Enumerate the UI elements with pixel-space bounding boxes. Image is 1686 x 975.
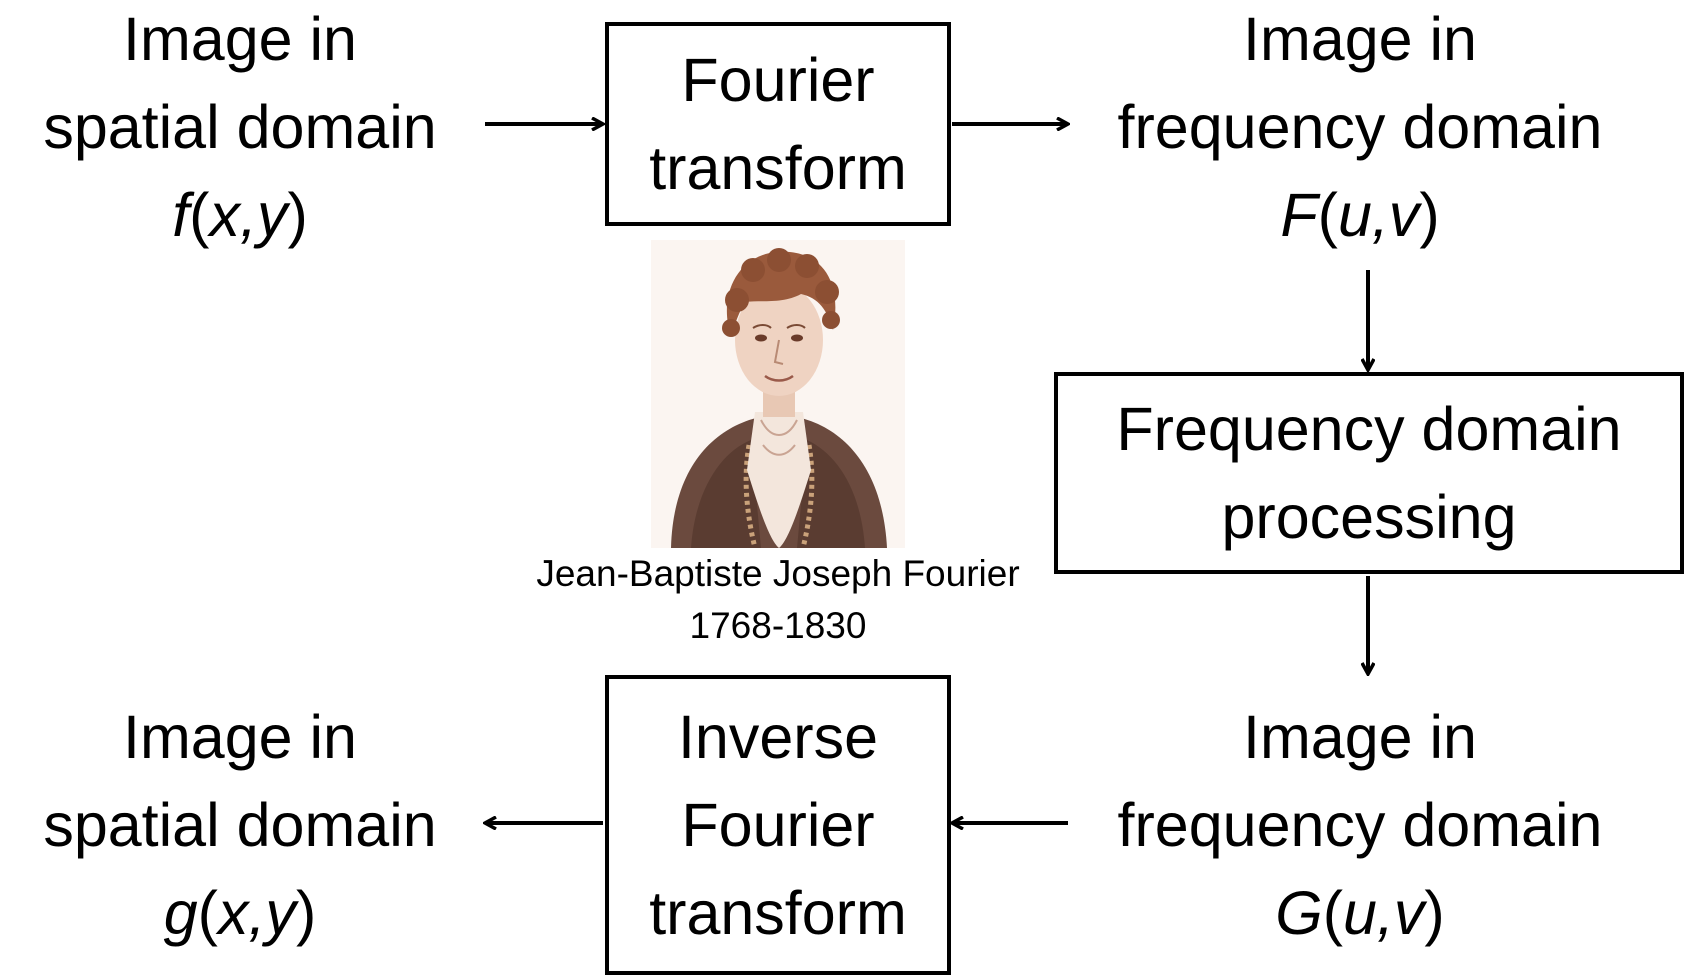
node-frequency-f: Image in frequency domain F(u,v) (1080, 0, 1640, 259)
box-fourier-transform: Fourier transform (605, 22, 951, 226)
box-inverse-line2: Fourier (681, 791, 875, 859)
node-frequency-f-line1: Image in (1243, 5, 1477, 73)
portrait-caption: Jean-Baptiste Joseph Fourier 1768-1830 (480, 548, 1076, 652)
node-spatial-output-line2: spatial domain (43, 791, 437, 859)
node-frequency-g-function: G(u,v) (1275, 879, 1445, 947)
node-frequency-g: Image in frequency domain G(u,v) (1080, 693, 1640, 957)
node-frequency-g-line2: frequency domain (1117, 791, 1603, 859)
box-fourier-transform-line2: transform (649, 134, 907, 202)
node-frequency-g-line1: Image in (1243, 703, 1477, 771)
node-frequency-f-function: F(u,v) (1280, 181, 1440, 249)
box-frequency-processing: Frequency domain processing (1054, 372, 1684, 574)
box-fourier-transform-line1: Fourier (681, 46, 875, 114)
node-spatial-output: Image in spatial domain g(x,y) (0, 693, 480, 957)
node-spatial-output-line1: Image in (123, 703, 357, 771)
portrait-years: 1768-1830 (689, 605, 867, 646)
portrait-name: Jean-Baptiste Joseph Fourier (536, 553, 1020, 594)
box-inverse-line3: transform (649, 879, 907, 947)
box-frequency-processing-line1: Frequency domain (1116, 395, 1622, 463)
box-inverse-line1: Inverse (677, 703, 879, 771)
node-spatial-input: Image in spatial domain f(x,y) (0, 0, 480, 259)
portrait-drawing (651, 240, 905, 548)
node-spatial-input-line1: Image in (123, 5, 357, 73)
node-frequency-f-line2: frequency domain (1117, 93, 1603, 161)
box-inverse-fourier-transform: Inverse Fourier transform (605, 675, 951, 975)
node-spatial-input-function: f(x,y) (172, 181, 308, 249)
box-frequency-processing-line2: processing (1221, 483, 1517, 551)
node-spatial-output-function: g(x,y) (163, 879, 317, 947)
node-spatial-input-line2: spatial domain (43, 93, 437, 161)
fourier-portrait (651, 240, 905, 548)
